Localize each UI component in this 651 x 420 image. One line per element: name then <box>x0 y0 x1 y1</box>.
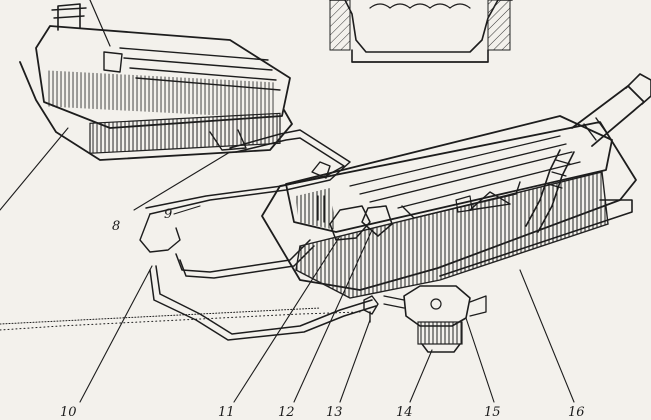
callout-labels: 8 9 10 11 12 13 14 15 16 <box>60 207 585 420</box>
upper-left-tank <box>19 0 293 161</box>
label-14: 14 <box>396 405 413 420</box>
main-tank <box>261 115 637 299</box>
filler-pipe <box>525 73 651 233</box>
cross-section-inset <box>329 0 513 63</box>
fuel-pump-unit <box>383 285 487 353</box>
label-13: 13 <box>326 405 343 420</box>
label-8: 8 <box>112 219 120 234</box>
fuel-lines <box>0 129 377 341</box>
label-10: 10 <box>60 405 77 420</box>
label-11: 11 <box>218 405 235 420</box>
label-15: 15 <box>484 405 501 420</box>
leader-lines <box>0 127 575 403</box>
label-9: 9 <box>164 207 172 222</box>
label-16: 16 <box>568 405 585 420</box>
label-12: 12 <box>278 405 295 420</box>
